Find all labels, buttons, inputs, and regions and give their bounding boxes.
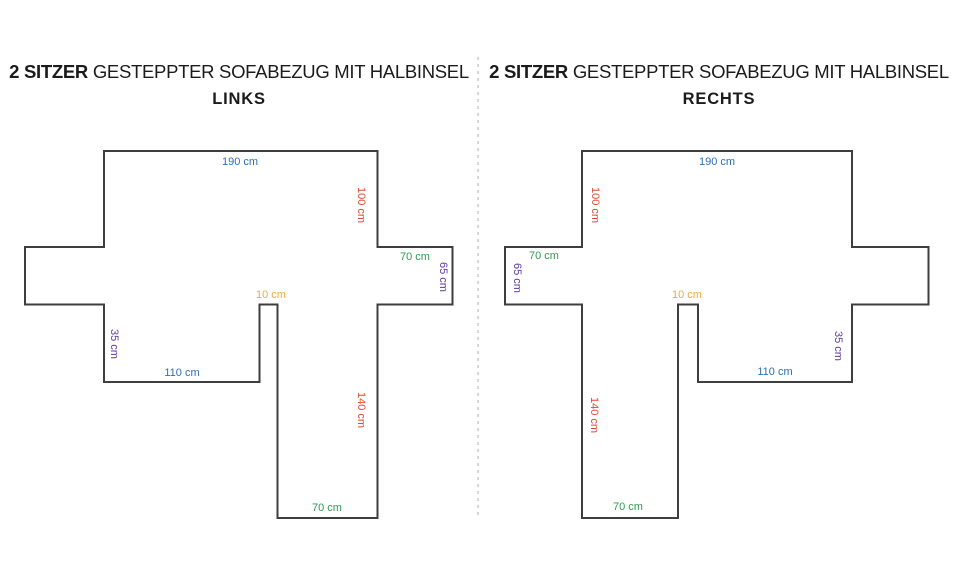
side-label-links: LINKS xyxy=(212,90,266,108)
links-dim-seat-front: 110 cm xyxy=(164,367,200,379)
rechts-dim-armrest-side: 65 cm xyxy=(511,263,523,293)
links-dim-top-width: 190 cm xyxy=(221,156,259,168)
sofa-outline-rechts xyxy=(504,150,930,519)
title-rechts-bold: 2 SITZER xyxy=(489,61,568,82)
title-rechts: 2 SITZER GESTEPPTER SOFABEZUG MIT HALBIN… xyxy=(480,61,958,108)
links-dim-chaise-side: 140 cm xyxy=(355,391,367,429)
links-dim-armrest-side: 65 cm xyxy=(437,262,449,292)
rechts-dim-chaise-end: 70 cm xyxy=(613,501,643,513)
side-label-rechts: RECHTS xyxy=(682,90,756,108)
rechts-dim-seat-drop: 35 cm xyxy=(832,331,844,361)
title-links-line1: 2 SITZER GESTEPPTER SOFABEZUG MIT HALBIN… xyxy=(0,61,478,83)
links-dim-side-height: 100 cm xyxy=(355,186,367,224)
title-rechts-rest: GESTEPPTER SOFABEZUG MIT HALBINSEL xyxy=(572,61,949,82)
links-dim-chaise-end: 70 cm xyxy=(312,502,342,514)
rechts-dim-gap: 10 cm xyxy=(672,289,702,301)
rechts-dim-armrest-top: 70 cm xyxy=(529,250,559,262)
rechts-dim-chaise-side: 140 cm xyxy=(588,396,600,434)
title-rechts-line1: 2 SITZER GESTEPPTER SOFABEZUG MIT HALBIN… xyxy=(480,61,958,83)
links-dim-seat-drop: 35 cm xyxy=(108,329,120,359)
title-links-rest: GESTEPPTER SOFABEZUG MIT HALBINSEL xyxy=(92,61,469,82)
rechts-dim-side-height: 100 cm xyxy=(589,186,601,224)
rechts-dim-top-width: 190 cm xyxy=(698,156,736,168)
title-links: 2 SITZER GESTEPPTER SOFABEZUG MIT HALBIN… xyxy=(0,61,478,108)
sofa-outline-links xyxy=(24,150,454,519)
links-dim-gap: 10 cm xyxy=(256,289,286,301)
title-links-bold: 2 SITZER xyxy=(9,61,88,82)
links-dim-armrest-top: 70 cm xyxy=(400,251,430,263)
rechts-dim-seat-front: 110 cm xyxy=(757,366,793,378)
